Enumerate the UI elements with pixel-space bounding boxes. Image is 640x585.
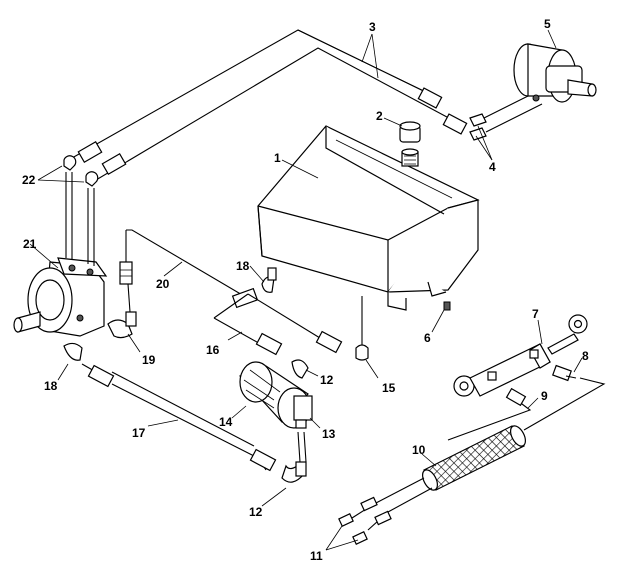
callout-17: 17 — [132, 426, 146, 440]
callout-19: 19 — [142, 353, 156, 367]
filter-canister-14[interactable] — [238, 361, 311, 429]
callout-20: 20 — [156, 277, 170, 291]
filler-cap-2[interactable] — [399, 121, 421, 167]
callout-21: 21 — [23, 237, 37, 251]
callout-4: 4 — [489, 160, 496, 174]
hose-20[interactable] — [119, 229, 245, 313]
hose-fitting-left[interactable] — [77, 140, 127, 176]
filter-head-13[interactable] — [293, 395, 313, 429]
callout-7: 7 — [532, 307, 539, 321]
hose-fitting-upper[interactable] — [417, 87, 468, 135]
hose-end-fitting-20[interactable] — [231, 287, 259, 309]
callout-11: 11 — [310, 549, 323, 563]
callout-10: 10 — [412, 443, 426, 457]
hose-sleeve-10[interactable] — [420, 423, 529, 492]
hose-17[interactable] — [81, 363, 277, 472]
pump-elbow-18[interactable] — [63, 342, 83, 361]
hydraulic-pump-21[interactable] — [13, 257, 108, 337]
callout-16: 16 — [206, 343, 220, 357]
callout-14: 14 — [219, 415, 233, 429]
callout-8: 8 — [582, 349, 589, 363]
callout-2: 2 — [376, 109, 383, 123]
callout-6: 6 — [424, 331, 431, 345]
hydraulic-cylinder-7[interactable] — [453, 314, 588, 397]
callout-1: 1 — [274, 151, 281, 165]
callout-13: 13 — [322, 427, 336, 441]
callout-labels: 1 2 3 4 5 6 7 8 9 10 11 12 12 13 14 15 1… — [22, 17, 589, 563]
tank-elbow-18[interactable] — [261, 267, 277, 293]
filter-elbow-12-lower[interactable] — [281, 431, 307, 483]
hydraulic-tank-1[interactable] — [257, 125, 480, 311]
hose-end-fittings-11[interactable] — [338, 477, 433, 545]
callout-3: 3 — [369, 20, 376, 34]
callout-18-upper: 18 — [236, 259, 250, 273]
hose-16[interactable] — [213, 293, 343, 356]
pump-fitting-22[interactable] — [63, 155, 99, 266]
motor-fitting-4[interactable] — [469, 89, 543, 141]
callout-12-lower: 12 — [249, 505, 263, 519]
filter-elbow-12-upper[interactable] — [291, 359, 309, 379]
callout-18-lower: 18 — [44, 379, 58, 393]
cylinder-fitting-8[interactable] — [552, 364, 577, 382]
hose-assembly-3[interactable] — [71, 29, 461, 181]
callout-22: 22 — [22, 173, 36, 187]
hydraulic-motor-5[interactable] — [513, 43, 597, 103]
pump-elbow-19[interactable] — [107, 311, 137, 339]
callout-12-upper: 12 — [320, 373, 334, 387]
hose-9[interactable] — [447, 377, 606, 441]
drain-plug-6[interactable] — [443, 301, 451, 311]
callout-5: 5 — [544, 17, 551, 31]
leader-lines — [29, 29, 583, 551]
callout-9: 9 — [541, 389, 548, 403]
callout-15: 15 — [382, 381, 396, 395]
tank-elbow-15[interactable] — [355, 296, 369, 361]
